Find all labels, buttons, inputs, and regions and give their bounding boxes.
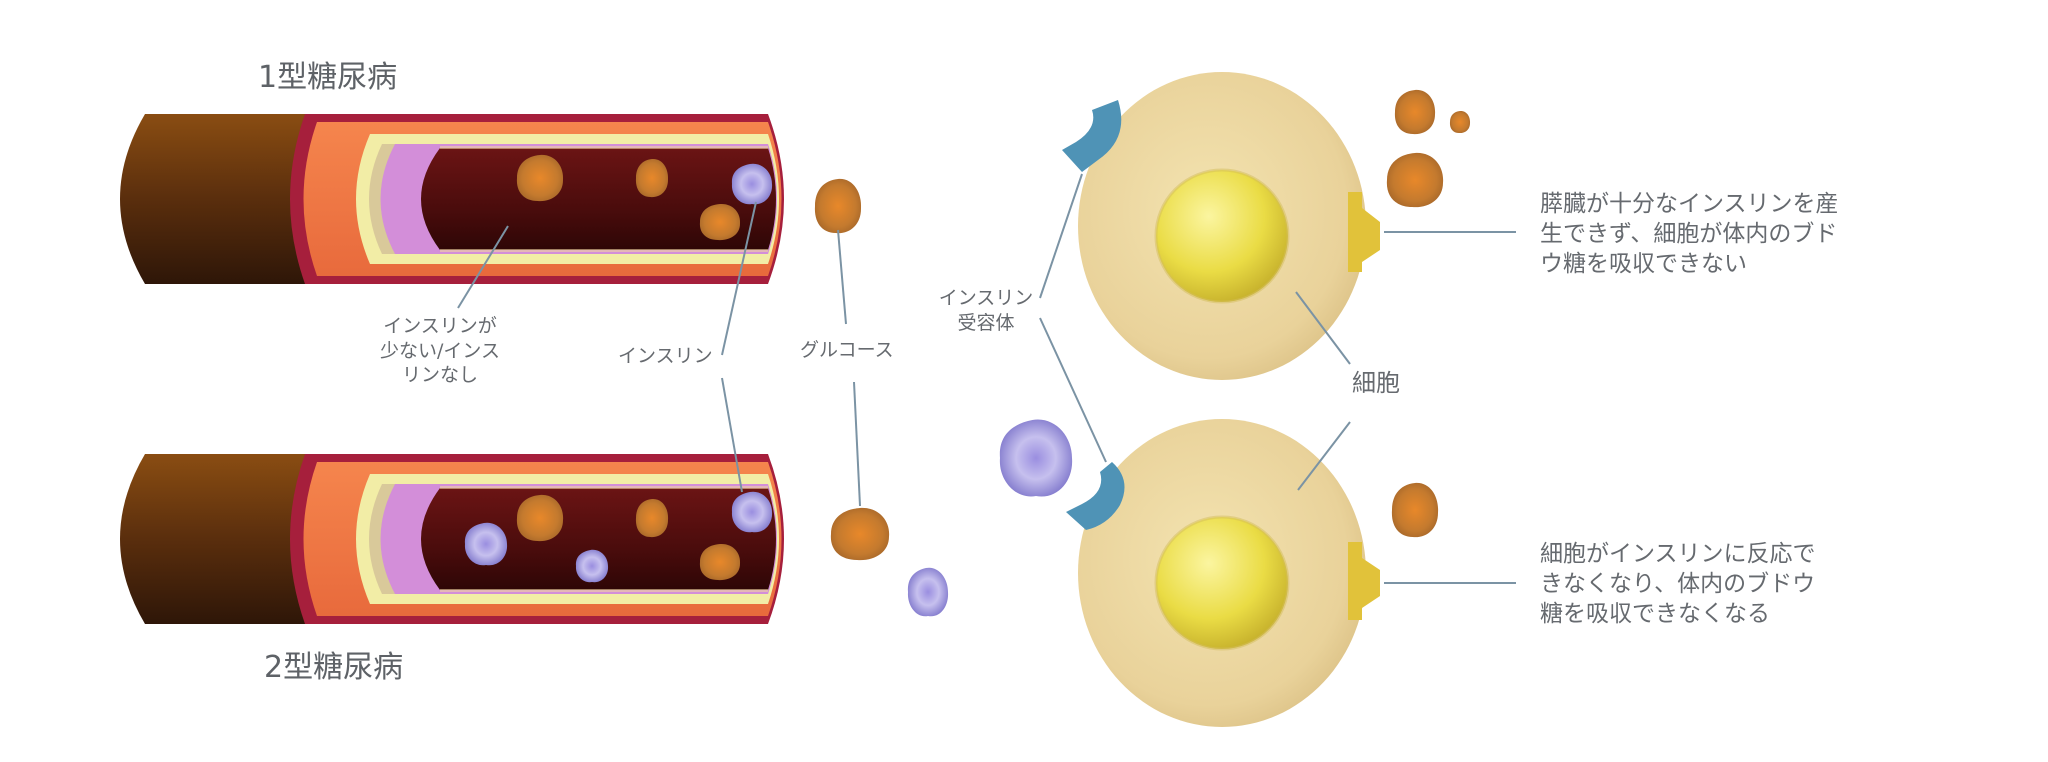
glucose-label: グルコース [800, 339, 894, 361]
type1-title: 1型糖尿病 [258, 60, 398, 95]
low-insulin-label: インスリンが 少ない/インス リンなし [379, 315, 501, 387]
insulin-label: インスリン [618, 345, 713, 367]
insulin-receptor-type1 [1062, 100, 1122, 172]
type2-blood-vessel [120, 454, 784, 624]
type2-caption: 細胞がインスリンに反応で きなくなり、体内のブドウ 糖を吸収できなくなる [1540, 541, 1816, 627]
free-insulin [907, 419, 1073, 617]
cell-type1 [1078, 72, 1366, 380]
type1-blood-vessel [120, 114, 784, 284]
type1-caption: 膵臓が十分なインスリンを産 生できず、細胞が体内のブド ウ糖を吸収できない [1540, 191, 1839, 277]
insulin-molecules-type1 [731, 163, 773, 205]
type2-title: 2型糖尿病 [264, 650, 404, 685]
leader-lines [457, 173, 1516, 584]
cell-type2 [1078, 419, 1366, 727]
cell-label: 細胞 [1352, 369, 1400, 397]
glucose-channel-type1 [1348, 192, 1380, 272]
insulin-receptor-label: インスリン 受容体 [938, 287, 1034, 334]
insulin-receptor-type2 [1066, 462, 1125, 530]
glucose-channel-type2 [1348, 542, 1380, 620]
